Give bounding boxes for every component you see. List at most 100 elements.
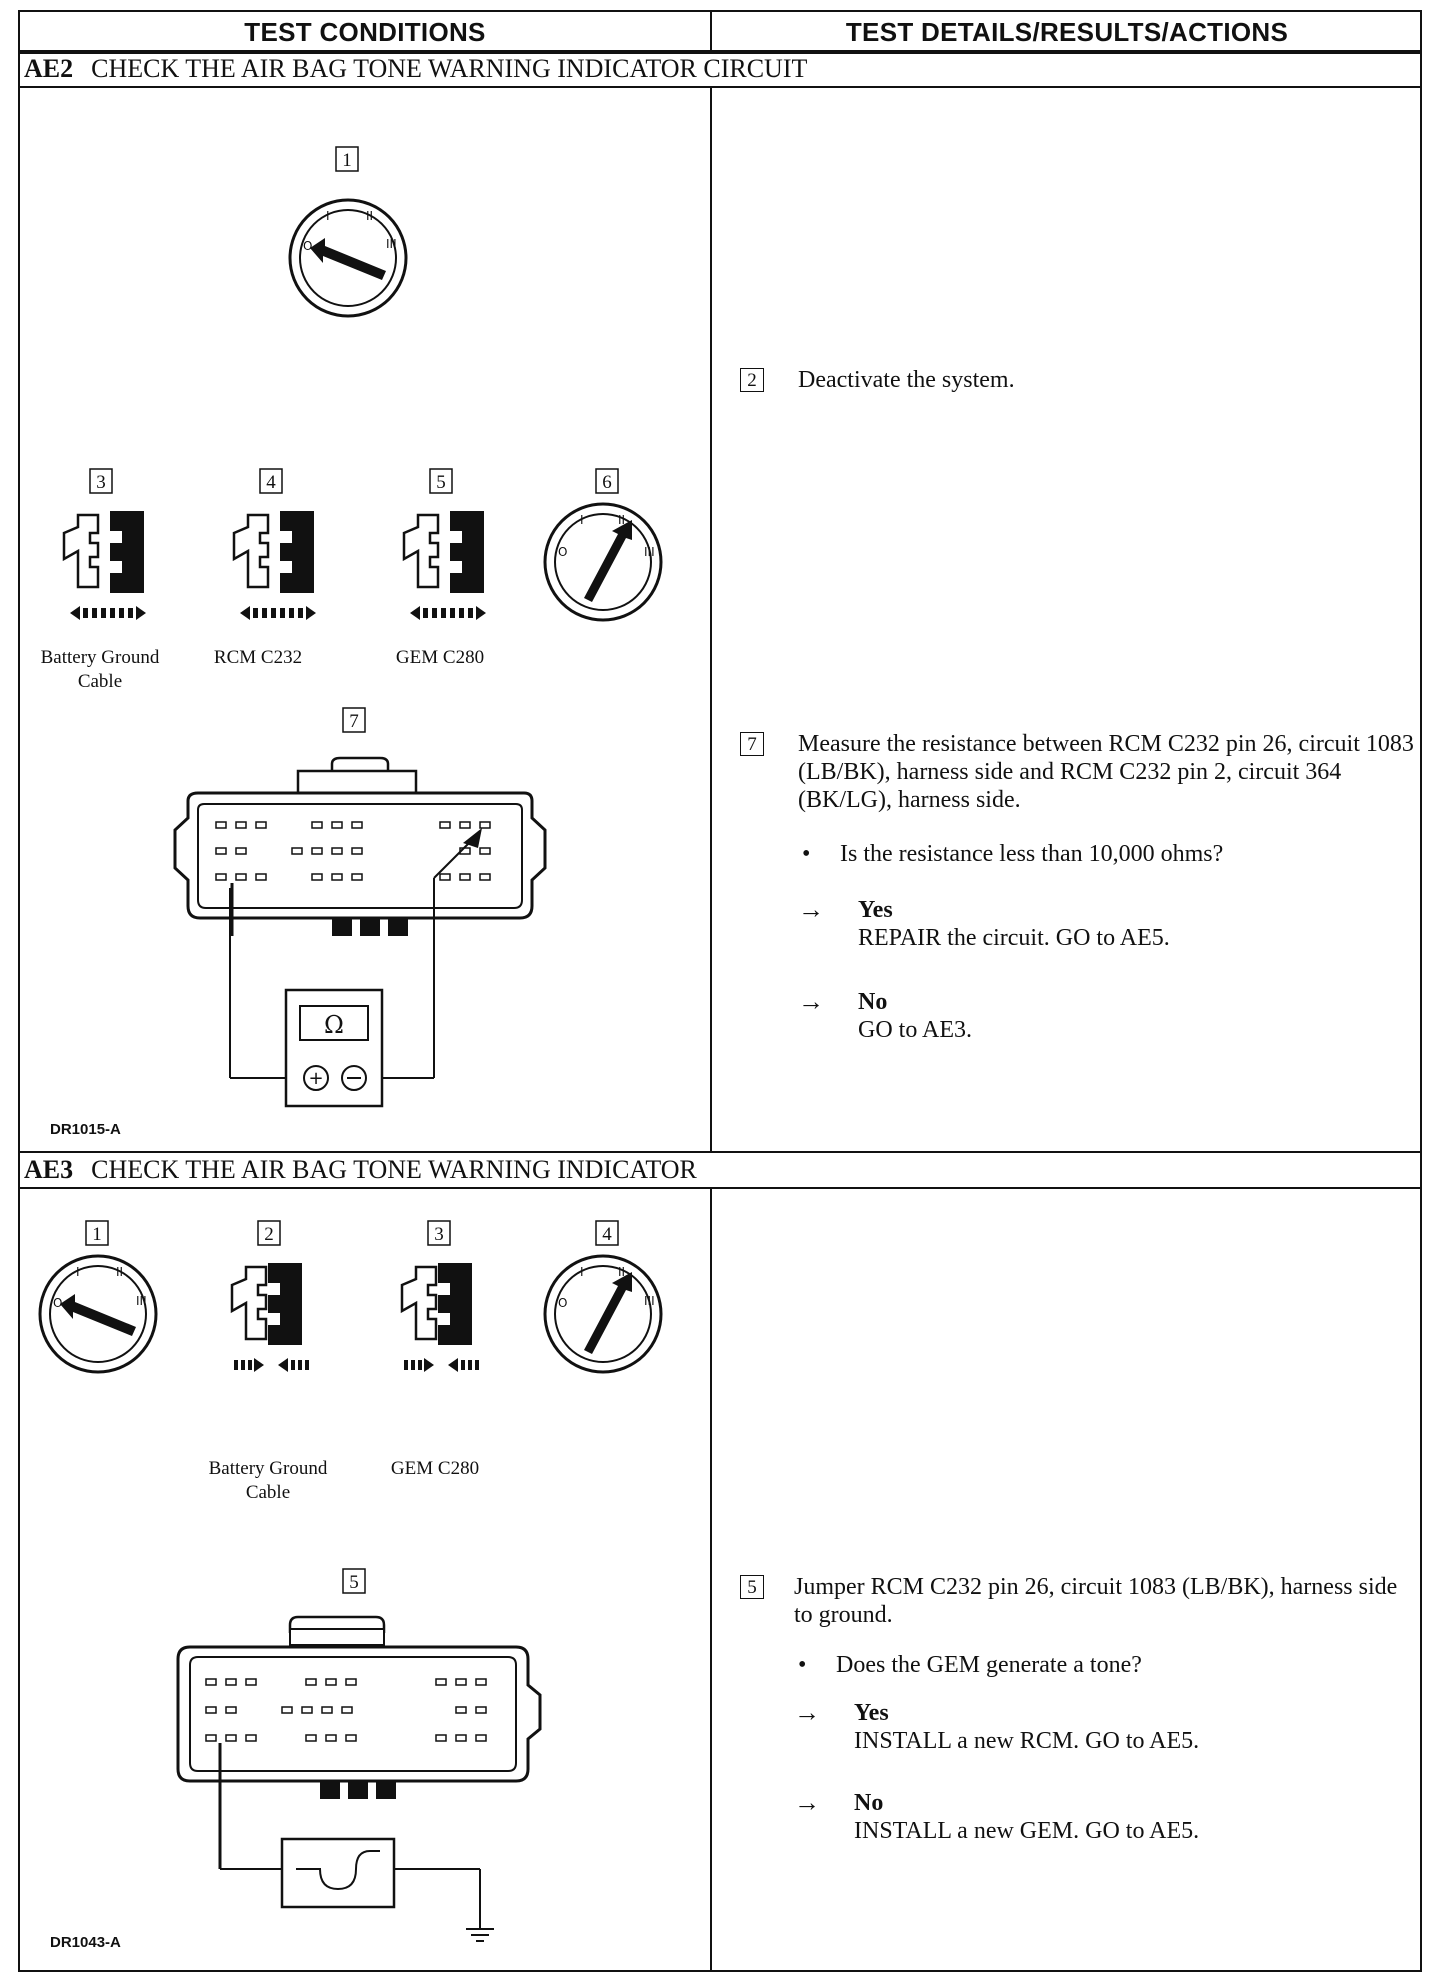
step-text: Jumper RCM C232 pin 26, circuit 1083 (LB… — [794, 1574, 1398, 1628]
connector-pin — [435, 1678, 447, 1686]
section-title-text: CHECK THE AIR BAG TONE WARNING INDICATOR… — [91, 54, 808, 83]
step-text: Measure the resistance between RCM C232 … — [798, 731, 1414, 813]
section-header-ae2: AE2 CHECK THE AIR BAG TONE WARNING INDICA… — [20, 52, 1420, 86]
section-code: AE2 — [24, 54, 74, 83]
svg-text:+: + — [308, 1068, 323, 1089]
svg-text:III: III — [136, 1294, 147, 1308]
step-number: 2 — [740, 368, 764, 392]
svg-text:III: III — [644, 1294, 655, 1308]
rcm-c232-connector-face — [176, 1615, 542, 1869]
svg-text:7: 7 — [349, 711, 359, 732]
svg-text:5: 5 — [436, 472, 446, 493]
connector-pin — [331, 847, 343, 855]
answer-action: REPAIR the circuit. GO to AE5. — [858, 925, 1170, 951]
connector-pin — [475, 1734, 487, 1742]
arrow: → — [798, 895, 824, 924]
connector-pin — [479, 847, 491, 855]
gem-c280-connector-icon: 3 — [400, 1220, 479, 1372]
answer-action: INSTALL a new GEM. GO to AE5. — [854, 1818, 1200, 1844]
diagnostic-page: TEST CONDITIONS TEST DETAILS/RESULTS/ACT… — [18, 10, 1422, 1972]
svg-text:5: 5 — [349, 1572, 359, 1593]
svg-text:II: II — [618, 1265, 625, 1279]
header-test-conditions: TEST CONDITIONS — [244, 16, 486, 47]
connector-pin — [455, 1734, 467, 1742]
connector-pin — [459, 821, 471, 829]
connector-pin — [235, 847, 247, 855]
step-1-box: 1 — [335, 146, 359, 172]
arrow: → — [794, 1698, 820, 1727]
connector-pin — [351, 873, 363, 881]
connector-pin — [235, 873, 247, 881]
answer-label: No — [858, 989, 888, 1015]
section-divider-ae3-top — [20, 1151, 1420, 1153]
svg-text:Ω: Ω — [324, 1011, 344, 1039]
step-7-box: 7 — [342, 707, 366, 733]
step-5-box: 5 — [342, 1568, 366, 1594]
question-text: Does the GEM generate a tone? — [836, 1652, 1142, 1678]
table-header: TEST CONDITIONS TEST DETAILS/RESULTS/ACT… — [20, 12, 1420, 52]
connector-pin — [479, 873, 491, 881]
step-number: 7 — [740, 732, 764, 756]
svg-text:II: II — [618, 513, 625, 527]
section-divider-ae2 — [20, 86, 1420, 88]
step-text: Deactivate the system. — [798, 367, 1015, 393]
connector-pin — [281, 1706, 293, 1714]
connector-pin — [459, 873, 471, 881]
svg-text:O: O — [558, 545, 567, 559]
header-rule — [20, 52, 1420, 54]
connector-pin — [475, 1706, 487, 1714]
svg-text:O: O — [53, 1296, 62, 1310]
svg-text:6: 6 — [602, 472, 612, 493]
rcm-c232-connector-icon: 4 — [232, 468, 316, 620]
answer-action: INSTALL a new RCM. GO to AE5. — [854, 1728, 1200, 1754]
bullet: • — [798, 1652, 807, 1678]
connector-pin — [325, 1678, 337, 1686]
jumper-wire-icon — [220, 1837, 481, 1929]
svg-text:III: III — [644, 545, 655, 559]
connector-pin — [321, 1706, 333, 1714]
arrow: → — [798, 987, 824, 1016]
step-6-box: 6 — [595, 468, 619, 494]
connector-pin — [351, 821, 363, 829]
svg-text:1: 1 — [342, 150, 352, 171]
svg-text:I: I — [580, 1265, 584, 1279]
answer-label: Yes — [858, 897, 893, 923]
connector-pin — [439, 873, 451, 881]
answer-label: No — [854, 1790, 884, 1816]
connector-pin — [435, 1734, 447, 1742]
step-4-box: 4 — [595, 1220, 619, 1246]
ignition-switch-run-icon: O I II III — [543, 502, 663, 622]
ground-icon — [466, 1928, 494, 1942]
label-gem-c280: GEM C280 — [391, 1458, 479, 1479]
figure-code: DR1015-A — [50, 1121, 121, 1138]
step-number: 5 — [740, 1575, 764, 1599]
ignition-switch-off-icon: O I II III — [288, 198, 408, 318]
connector-pin — [341, 1706, 353, 1714]
connector-pin — [345, 1678, 357, 1686]
svg-text:III: III — [386, 237, 397, 251]
figure-code: DR1043-A — [50, 1934, 121, 1951]
connector-pin — [255, 873, 267, 881]
battery-ground-connector-icon: 2 — [230, 1220, 309, 1372]
connector-pin — [311, 847, 323, 855]
arrow: → — [794, 1788, 820, 1817]
svg-text:1: 1 — [92, 1224, 102, 1245]
svg-text:4: 4 — [266, 472, 276, 493]
connector-pin — [225, 1706, 237, 1714]
connector-pin — [215, 873, 227, 881]
section-title-text: CHECK THE AIR BAG TONE WARNING INDICATOR — [91, 1155, 697, 1184]
svg-text:O: O — [303, 239, 312, 253]
connector-pin — [331, 873, 343, 881]
connector-pin — [255, 821, 267, 829]
svg-text:4: 4 — [602, 1224, 612, 1245]
connector-pin — [215, 821, 227, 829]
svg-text:II: II — [116, 1265, 123, 1279]
section-divider-ae3-bottom — [20, 1187, 1420, 1189]
step-1-box: 1 — [85, 1220, 109, 1246]
connector-pin — [291, 847, 303, 855]
rcm-c232-connector-face — [173, 756, 547, 936]
